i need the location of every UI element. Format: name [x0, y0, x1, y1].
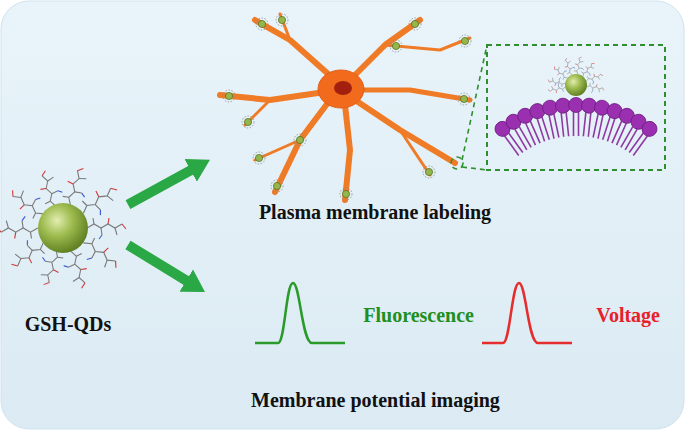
labeling-panel: Plasma membrane labeling — [210, 8, 540, 228]
neuron — [220, 14, 470, 200]
node-label: Membrane potential imaging — [251, 389, 500, 412]
quantum-dot — [0, 165, 126, 291]
flow-arrow — [128, 245, 190, 283]
membrane-quantum-dot — [547, 56, 604, 96]
quantum-dot-node: GSH-QDs — [8, 150, 128, 338]
labeled-dots — [223, 14, 471, 200]
node-label: Plasma membrane labeling — [259, 201, 491, 224]
node-label: Voltage — [596, 304, 660, 327]
flow-arrow — [128, 168, 194, 204]
node-label: Fluorescence — [363, 304, 474, 327]
imaging-panel: Membrane potential imaging Fluorescence Vo… — [205, 262, 672, 420]
fluorescence-trace — [255, 283, 345, 343]
voltage-trace-box: Voltage — [478, 272, 668, 358]
fluorescence-trace-box: Fluorescence — [250, 272, 478, 358]
node-label: GSH-QDs — [25, 313, 112, 336]
zoom-callout — [451, 45, 665, 170]
voltage-trace — [482, 283, 572, 343]
lipid-membrane — [492, 97, 660, 158]
